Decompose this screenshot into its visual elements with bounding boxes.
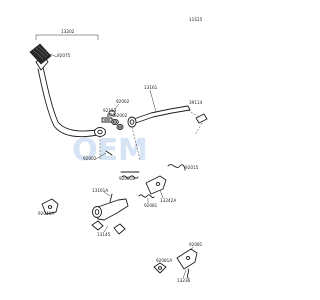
figure-number: 11S15 <box>189 17 203 22</box>
pawl-spring-2 <box>138 194 155 199</box>
part-label: 13161 <box>144 85 158 90</box>
part-label: 13161A <box>92 188 108 193</box>
shaft-spring <box>167 164 186 171</box>
part-label: 92153 <box>103 108 117 113</box>
part-label: 670 <box>107 113 115 118</box>
shaft-clip <box>105 150 113 156</box>
stopper-spring <box>186 268 190 279</box>
cam-plate <box>91 220 126 235</box>
shift-pedal <box>35 34 106 138</box>
part-label: 92002 <box>114 113 128 118</box>
part-label: 13202 <box>61 29 75 34</box>
shift-lever <box>92 193 129 221</box>
part-label: 13242A <box>160 198 176 203</box>
part-label: 92075 <box>57 53 71 58</box>
part-label: 92081B <box>119 176 135 181</box>
pawl <box>145 175 167 195</box>
part-label: 92081A <box>156 258 172 263</box>
part-label: 92015 <box>185 165 199 170</box>
part-label: 39114 <box>189 100 203 105</box>
part-label: 92081 <box>144 203 158 208</box>
pivot-bolt <box>101 117 113 123</box>
part-label: 13236 <box>177 278 191 283</box>
circlip <box>116 124 124 130</box>
exploded-parts-diagram: 11S15 OEM <box>29 17 208 283</box>
stopper-lever <box>153 262 167 274</box>
stopper-arm <box>176 248 198 270</box>
oring <box>111 118 119 126</box>
watermark-logo: OEM <box>72 133 148 168</box>
rod-end <box>195 113 208 124</box>
drum-cam <box>41 198 59 215</box>
part-label: 92002 <box>116 99 130 104</box>
part-label: 92002 <box>83 156 97 161</box>
pawl-spring <box>120 171 140 179</box>
shift-shaft <box>127 105 191 128</box>
pedal-rubber <box>29 43 52 65</box>
part-label: 92041A <box>38 211 54 216</box>
part-label: 13145 <box>97 232 111 237</box>
part-label: 92081 <box>189 242 203 247</box>
washer <box>108 110 116 116</box>
